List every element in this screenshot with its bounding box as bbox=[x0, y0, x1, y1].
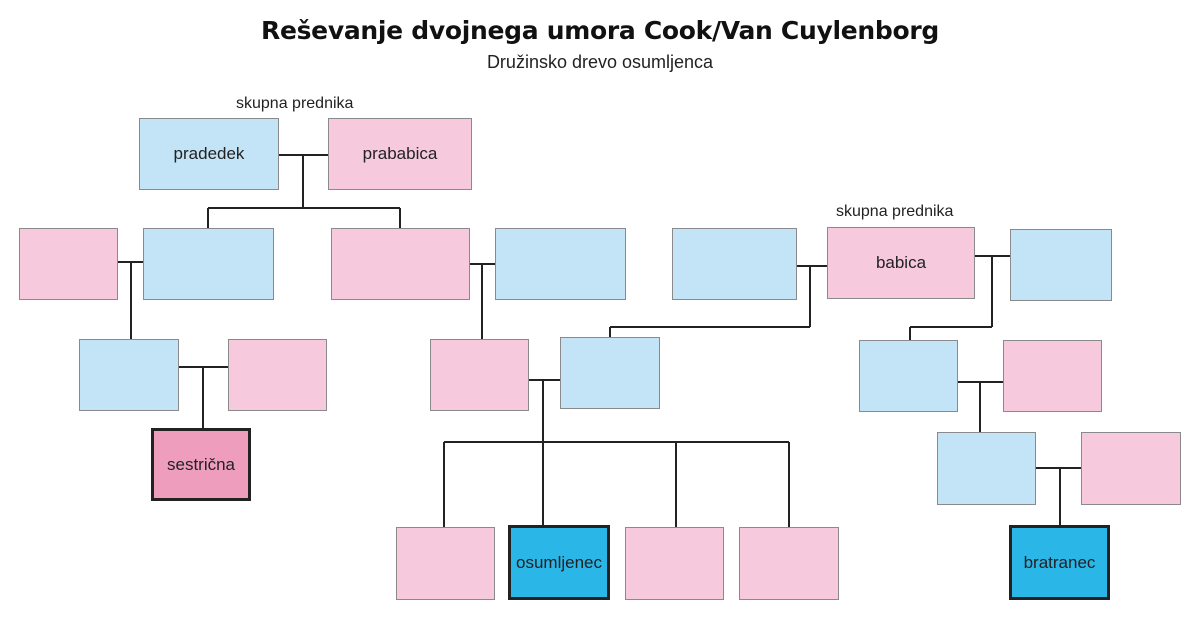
person-box bbox=[1010, 229, 1112, 301]
common-ancestors-label-right: skupna prednika bbox=[836, 203, 954, 220]
male-cousin-box: bratranec bbox=[1009, 525, 1110, 600]
person-box bbox=[937, 432, 1036, 505]
person-box bbox=[331, 228, 470, 300]
great-grandfather-box: pradedek bbox=[139, 118, 279, 190]
common-ancestors-label-left: skupna prednika bbox=[236, 95, 354, 112]
sibling-box bbox=[739, 527, 839, 600]
person-box bbox=[560, 337, 660, 409]
suspect-box: osumljenec bbox=[508, 525, 610, 600]
great-grandmother-box: prababica bbox=[328, 118, 472, 190]
person-box bbox=[859, 340, 958, 412]
female-cousin-box: sestrična bbox=[151, 428, 251, 501]
person-box bbox=[79, 339, 179, 411]
sibling-box bbox=[396, 527, 495, 600]
diagram-title: Reševanje dvojnega umora Cook/Van Cuylen… bbox=[261, 16, 939, 45]
person-box bbox=[672, 228, 797, 300]
person-box bbox=[19, 228, 118, 300]
person-box bbox=[495, 228, 626, 300]
grandmother-box: babica bbox=[827, 227, 975, 299]
sibling-box bbox=[625, 527, 724, 600]
person-box bbox=[430, 339, 529, 411]
diagram-subtitle: Družinsko drevo osumljenca bbox=[486, 52, 714, 72]
person-box bbox=[228, 339, 327, 411]
person-box bbox=[1003, 340, 1102, 412]
person-box bbox=[143, 228, 274, 300]
person-box bbox=[1081, 432, 1181, 505]
